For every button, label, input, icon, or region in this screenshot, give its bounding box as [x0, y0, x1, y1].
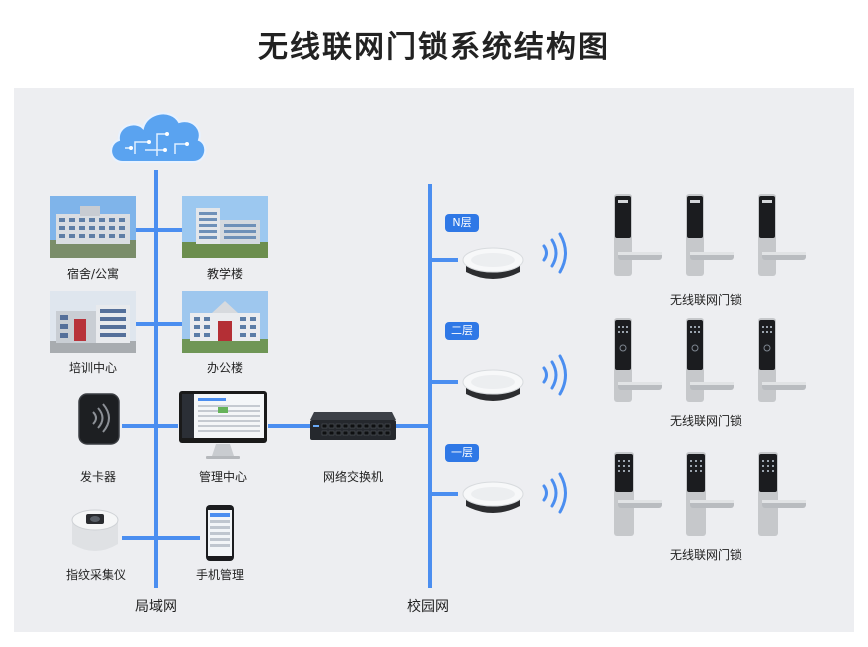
- connector-switch-campus: [396, 424, 430, 428]
- management-center-monitor-icon: [178, 390, 268, 466]
- mobile-phone-icon: [205, 504, 235, 566]
- door-lock-icon: [612, 318, 664, 406]
- connector-floor-2: [430, 380, 458, 384]
- wireless-gateway-1-icon: [458, 476, 528, 524]
- connector-mgmt-center: [156, 424, 178, 428]
- switch-label: 网络交换机: [322, 470, 383, 484]
- cloud-icon: [105, 104, 211, 174]
- lan-label: 局域网: [135, 599, 177, 615]
- door-lock-icon: [612, 452, 664, 540]
- connector-floor-n: [430, 258, 458, 262]
- connector-card-issuer: [122, 424, 156, 428]
- teaching-building-image: [182, 196, 268, 258]
- connector-fingerprint: [122, 536, 156, 540]
- card-issuer-label: 发卡器: [79, 470, 116, 484]
- wireless-gateway-2-icon: [458, 364, 528, 412]
- teaching-label: 教学楼: [206, 267, 243, 281]
- dorm-building-image: [50, 196, 136, 258]
- lan-backbone-line: [154, 170, 158, 588]
- diagram-title: 无线联网门锁系统结构图: [258, 30, 610, 65]
- card-issuer-icon: [76, 390, 122, 452]
- wifi-signal-1-icon: [538, 470, 572, 520]
- wifi-signal-n-icon: [538, 230, 572, 280]
- door-lock-icon: [756, 318, 808, 406]
- door-lock-icon: [684, 194, 736, 280]
- door-lock-icon: [612, 194, 664, 280]
- connector-teaching: [156, 228, 182, 232]
- dorm-label: 宿舍/公寓: [66, 267, 120, 281]
- locks-1-label: 无线联网门锁: [669, 548, 742, 562]
- door-lock-icon: [684, 452, 736, 540]
- floor-2-badge: 二层: [445, 322, 479, 340]
- connector-floor-1: [430, 492, 458, 496]
- management-center-label: 管理中心: [198, 470, 247, 484]
- office-label: 办公楼: [206, 361, 243, 375]
- connector-mgmt-switch: [268, 424, 310, 428]
- wireless-gateway-n-icon: [458, 242, 528, 290]
- training-center-image: [50, 291, 136, 353]
- office-building-image: [182, 291, 268, 353]
- mobile-label: 手机管理: [195, 568, 244, 582]
- campus-backbone-line: [428, 184, 432, 588]
- locks-2-label: 无线联网门锁: [669, 414, 742, 428]
- floor-1-badge: 一层: [445, 444, 479, 462]
- training-label: 培训中心: [68, 361, 117, 375]
- connector-dorm: [136, 228, 156, 232]
- door-lock-icon: [756, 194, 808, 280]
- connector-mobile: [156, 536, 200, 540]
- wifi-signal-2-icon: [538, 352, 572, 402]
- floor-n-badge: N层: [445, 214, 479, 232]
- network-switch-icon: [308, 410, 398, 446]
- door-lock-icon: [756, 452, 808, 540]
- connector-training: [136, 322, 156, 326]
- fingerprint-label: 指纹采集仪: [65, 568, 126, 582]
- campus-net-label: 校园网: [407, 599, 449, 615]
- connector-office: [156, 322, 182, 326]
- door-lock-icon: [684, 318, 736, 406]
- fingerprint-collector-icon: [66, 506, 124, 562]
- locks-n-label: 无线联网门锁: [669, 293, 742, 307]
